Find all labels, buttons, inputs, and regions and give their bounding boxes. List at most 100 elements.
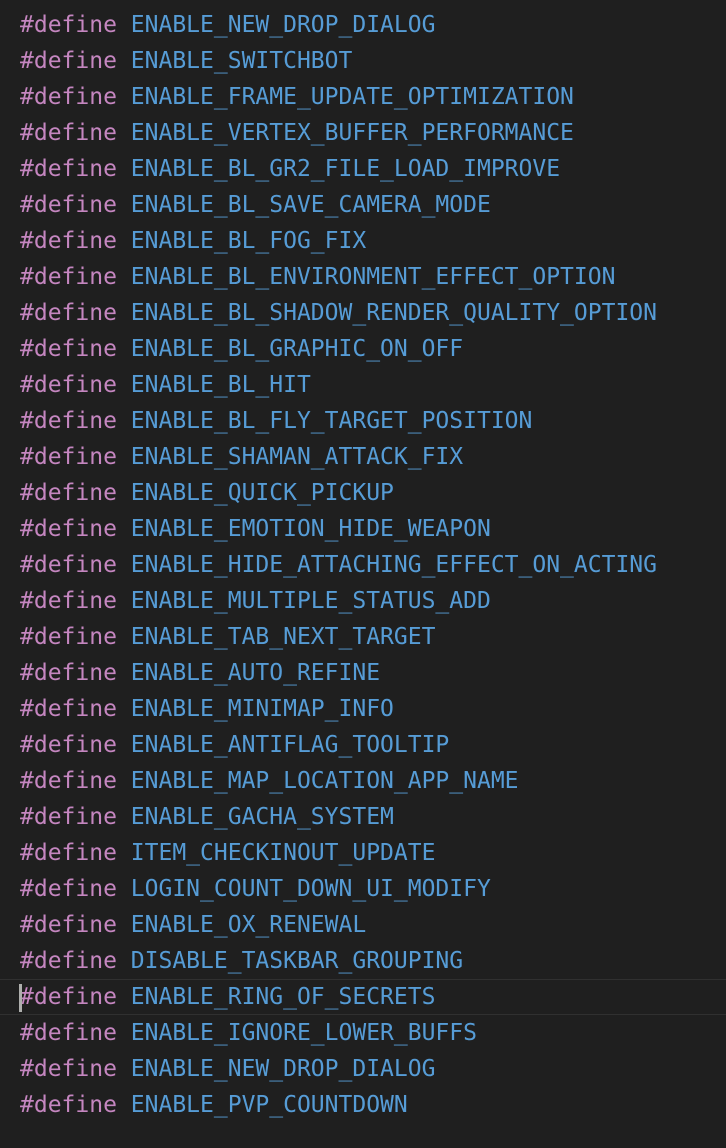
- code-line[interactable]: #define ENABLE_BL_GR2_FILE_LOAD_IMPROVE: [0, 151, 726, 187]
- code-line[interactable]: #define ENABLE_BL_ENVIRONMENT_EFFECT_OPT…: [0, 259, 726, 295]
- code-line[interactable]: #define ENABLE_BL_SHADOW_RENDER_QUALITY_…: [0, 295, 726, 331]
- define-keyword: #define: [20, 192, 117, 218]
- token-space: [117, 120, 131, 146]
- code-line[interactable]: #define ENABLE_NEW_DROP_DIALOG: [0, 1051, 726, 1087]
- define-keyword: #define: [20, 300, 117, 326]
- code-line[interactable]: #define ENABLE_EMOTION_HIDE_WEAPON: [0, 511, 726, 547]
- define-keyword: #define: [20, 840, 117, 866]
- define-keyword: #define: [20, 696, 117, 722]
- token-space: [117, 1056, 131, 1082]
- token-space: [117, 48, 131, 74]
- token-space: [117, 804, 131, 830]
- macro-name: ENABLE_BL_SAVE_CAMERA_MODE: [130, 192, 491, 218]
- token-space: [117, 624, 131, 650]
- macro-name: ENABLE_AUTO_REFINE: [130, 660, 381, 686]
- token-space: [117, 660, 131, 686]
- macro-name: ENABLE_FRAME_UPDATE_OPTIMIZATION: [130, 84, 574, 110]
- define-keyword: #define: [20, 12, 117, 38]
- define-keyword: #define: [20, 84, 117, 110]
- code-line[interactable]: #define ENABLE_ANTIFLAG_TOOLTIP: [0, 727, 726, 763]
- code-line[interactable]: #define ENABLE_NEW_DROP_DIALOG: [0, 7, 726, 43]
- token-space: [117, 984, 131, 1010]
- define-keyword: #define: [20, 1020, 117, 1046]
- macro-name: ENABLE_MAP_LOCATION_APP_NAME: [130, 768, 519, 794]
- code-line[interactable]: #define ENABLE_GACHA_SYSTEM: [0, 799, 726, 835]
- macro-name: ENABLE_IGNORE_LOWER_BUFFS: [130, 1020, 477, 1046]
- macro-name: ENABLE_BL_ENVIRONMENT_EFFECT_OPTION: [130, 264, 616, 290]
- macro-name: ENABLE_BL_GR2_FILE_LOAD_IMPROVE: [130, 156, 561, 182]
- code-line[interactable]: #define ENABLE_BL_GRAPHIC_ON_OFF: [0, 331, 726, 367]
- define-keyword: #define: [20, 588, 117, 614]
- code-line[interactable]: #define ENABLE_BL_FOG_FIX: [0, 223, 726, 259]
- define-keyword: #define: [20, 264, 117, 290]
- token-space: [117, 336, 131, 362]
- token-space: [117, 552, 131, 578]
- define-keyword: #define: [20, 876, 117, 902]
- define-keyword: #define: [20, 660, 117, 686]
- macro-name: ENABLE_SHAMAN_ATTACK_FIX: [130, 444, 464, 470]
- macro-name: ENABLE_NEW_DROP_DIALOG: [130, 1056, 436, 1082]
- macro-name: ENABLE_QUICK_PICKUP: [130, 480, 394, 506]
- code-line[interactable]: #define ENABLE_OX_RENEWAL: [0, 907, 726, 943]
- macro-name: ENABLE_RING_OF_SECRETS: [130, 984, 436, 1010]
- code-line[interactable]: #define ENABLE_TAB_NEXT_TARGET: [0, 619, 726, 655]
- token-space: [117, 912, 131, 938]
- macro-name: ENABLE_HIDE_ATTACHING_EFFECT_ON_ACTING: [130, 552, 657, 578]
- define-keyword: #define: [20, 948, 117, 974]
- token-space: [117, 192, 131, 218]
- code-line[interactable]: #define ENABLE_BL_FLY_TARGET_POSITION: [0, 403, 726, 439]
- macro-name: ITEM_CHECKINOUT_UPDATE: [130, 840, 436, 866]
- define-keyword: #define: [20, 516, 117, 542]
- code-line[interactable]: #define ENABLE_QUICK_PICKUP: [0, 475, 726, 511]
- token-space: [117, 156, 131, 182]
- code-line[interactable]: #define ENABLE_SHAMAN_ATTACK_FIX: [0, 439, 726, 475]
- macro-name: ENABLE_BL_FOG_FIX: [130, 228, 367, 254]
- code-line[interactable]: #define ENABLE_HIDE_ATTACHING_EFFECT_ON_…: [0, 547, 726, 583]
- macro-name: ENABLE_BL_GRAPHIC_ON_OFF: [130, 336, 464, 362]
- code-line[interactable]: #define ENABLE_PVP_COUNTDOWN: [0, 1087, 726, 1123]
- define-keyword: #define: [20, 732, 117, 758]
- token-space: [117, 876, 131, 902]
- token-space: [117, 84, 131, 110]
- define-keyword: #define: [20, 984, 117, 1010]
- code-line[interactable]: #define ENABLE_SWITCHBOT: [0, 43, 726, 79]
- define-keyword: #define: [20, 552, 117, 578]
- token-space: [117, 264, 131, 290]
- define-keyword: #define: [20, 444, 117, 470]
- define-keyword: #define: [20, 768, 117, 794]
- macro-name: ENABLE_TAB_NEXT_TARGET: [130, 624, 436, 650]
- define-keyword: #define: [20, 1056, 117, 1082]
- code-line[interactable]: #define ENABLE_RING_OF_SECRETS: [0, 979, 726, 1015]
- code-line[interactable]: #define ENABLE_IGNORE_LOWER_BUFFS: [0, 1015, 726, 1051]
- define-keyword: #define: [20, 408, 117, 434]
- macro-name: DISABLE_TASKBAR_GROUPING: [130, 948, 464, 974]
- code-line[interactable]: #define ENABLE_MULTIPLE_STATUS_ADD: [0, 583, 726, 619]
- code-line[interactable]: #define ENABLE_MINIMAP_INFO: [0, 691, 726, 727]
- define-keyword: #define: [20, 156, 117, 182]
- macro-name: LOGIN_COUNT_DOWN_UI_MODIFY: [130, 876, 491, 902]
- code-line[interactable]: #define ENABLE_FRAME_UPDATE_OPTIMIZATION: [0, 79, 726, 115]
- code-line[interactable]: #define ENABLE_VERTEX_BUFFER_PERFORMANCE: [0, 115, 726, 151]
- code-line[interactable]: #define ITEM_CHECKINOUT_UPDATE: [0, 835, 726, 871]
- token-space: [117, 768, 131, 794]
- macro-name: ENABLE_EMOTION_HIDE_WEAPON: [130, 516, 491, 542]
- code-line[interactable]: #define DISABLE_TASKBAR_GROUPING: [0, 943, 726, 979]
- token-space: [117, 588, 131, 614]
- token-space: [117, 480, 131, 506]
- macro-name: ENABLE_SWITCHBOT: [130, 48, 353, 74]
- macro-name: ENABLE_OX_RENEWAL: [130, 912, 367, 938]
- token-space: [117, 12, 131, 38]
- code-line[interactable]: #define ENABLE_BL_HIT: [0, 367, 726, 403]
- text-cursor: [19, 984, 22, 1012]
- code-line[interactable]: #define ENABLE_BL_SAVE_CAMERA_MODE: [0, 187, 726, 223]
- macro-name: ENABLE_MULTIPLE_STATUS_ADD: [130, 588, 491, 614]
- token-space: [117, 840, 131, 866]
- define-keyword: #define: [20, 480, 117, 506]
- code-line[interactable]: #define ENABLE_AUTO_REFINE: [0, 655, 726, 691]
- code-editor[interactable]: #define ENABLE_NEW_DROP_DIALOG#define EN…: [0, 7, 726, 1123]
- token-space: [117, 1092, 131, 1118]
- code-line[interactable]: #define LOGIN_COUNT_DOWN_UI_MODIFY: [0, 871, 726, 907]
- code-line[interactable]: #define ENABLE_MAP_LOCATION_APP_NAME: [0, 763, 726, 799]
- macro-name: ENABLE_BL_SHADOW_RENDER_QUALITY_OPTION: [130, 300, 657, 326]
- macro-name: ENABLE_VERTEX_BUFFER_PERFORMANCE: [130, 120, 574, 146]
